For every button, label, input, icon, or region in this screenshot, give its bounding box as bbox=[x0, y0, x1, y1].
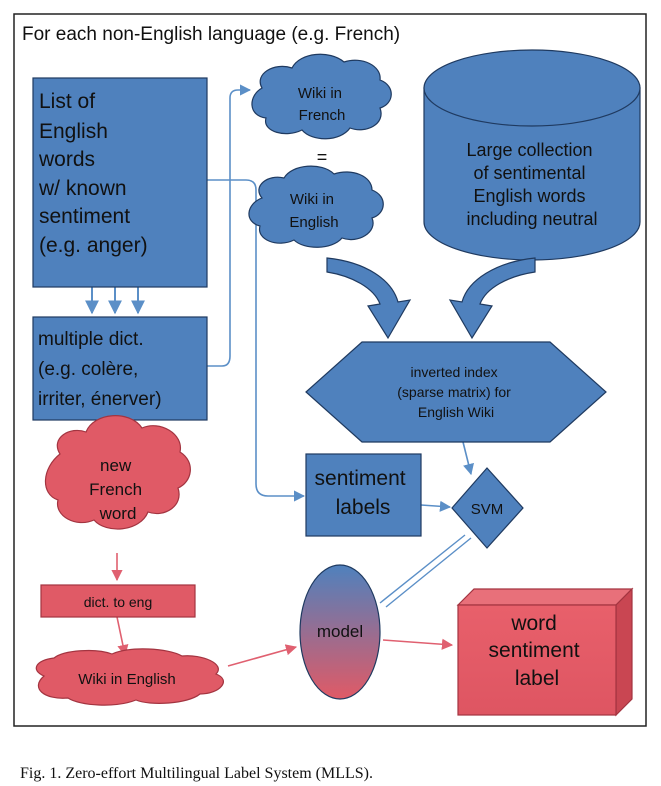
arrow-index-to-svm bbox=[462, 441, 474, 476]
arrow-dict-to-wiki-french bbox=[207, 84, 252, 367]
word-sentiment-label-text: word sentiment label bbox=[489, 612, 586, 690]
arrow-model-to-label bbox=[382, 638, 454, 650]
curved-arrow-left bbox=[326, 257, 412, 340]
wiki-english-top-text: Wiki in English bbox=[289, 191, 338, 231]
figure-caption: Fig. 1. Zero-effort Multilingual Label S… bbox=[20, 765, 373, 782]
sentiment-labels-text: sentiment labels bbox=[315, 467, 412, 519]
wiki-english-bottom-cloud: Wiki in English bbox=[35, 648, 224, 706]
wiki-french-text: Wiki in French bbox=[298, 85, 346, 124]
english-words-box: List of English words w/ known sentiment… bbox=[32, 77, 208, 288]
multiple-dict-text: multiple dict. (e.g. colère, irriter, én… bbox=[38, 329, 162, 410]
multiple-dict-box: multiple dict. (e.g. colère, irriter, én… bbox=[32, 316, 208, 421]
arrow-labels-to-svm bbox=[420, 500, 452, 512]
large-collection-text: Large collection of sentimental English … bbox=[466, 140, 597, 229]
svm-to-model-line-a bbox=[379, 534, 466, 604]
word-sentiment-label-cube: word sentiment label bbox=[456, 587, 634, 717]
arrow-wiki-to-model bbox=[227, 644, 298, 667]
wiki-french-cloud: Wiki in French bbox=[251, 53, 392, 140]
sentiment-labels-box: sentiment labels bbox=[305, 453, 422, 537]
wiki-english-top-cloud: Wiki in English bbox=[248, 165, 384, 248]
frame-title: For each non-English language (e.g. Fren… bbox=[22, 24, 400, 45]
inverted-index-text: inverted index (sparse matrix) for Engli… bbox=[397, 364, 514, 420]
dict-to-eng-text: dict. to eng bbox=[84, 594, 153, 610]
curved-arrow-right bbox=[448, 257, 536, 340]
model-text: model bbox=[317, 622, 363, 641]
new-french-word-text: new French word bbox=[89, 456, 147, 523]
dict-to-eng-box: dict. to eng bbox=[40, 584, 196, 618]
large-collection-cylinder: Large collection of sentimental English … bbox=[423, 49, 641, 261]
svm-to-model-line-b bbox=[385, 537, 472, 608]
arrow-dict-to-wiki bbox=[116, 616, 129, 657]
svm-text: SVM bbox=[471, 501, 504, 518]
svm-diamond: SVM bbox=[451, 467, 524, 549]
english-words-text: List of English words w/ known sentiment… bbox=[38, 90, 148, 257]
new-french-word-cloud: new French word bbox=[44, 415, 191, 530]
model-ellipse: model bbox=[299, 564, 381, 700]
inverted-index-hexagon: inverted index (sparse matrix) for Engli… bbox=[305, 341, 607, 443]
equals-sign: = bbox=[317, 147, 328, 167]
arrow-words-to-sentiment-labels bbox=[207, 179, 306, 502]
wiki-english-bottom-text: Wiki in English bbox=[78, 671, 176, 688]
